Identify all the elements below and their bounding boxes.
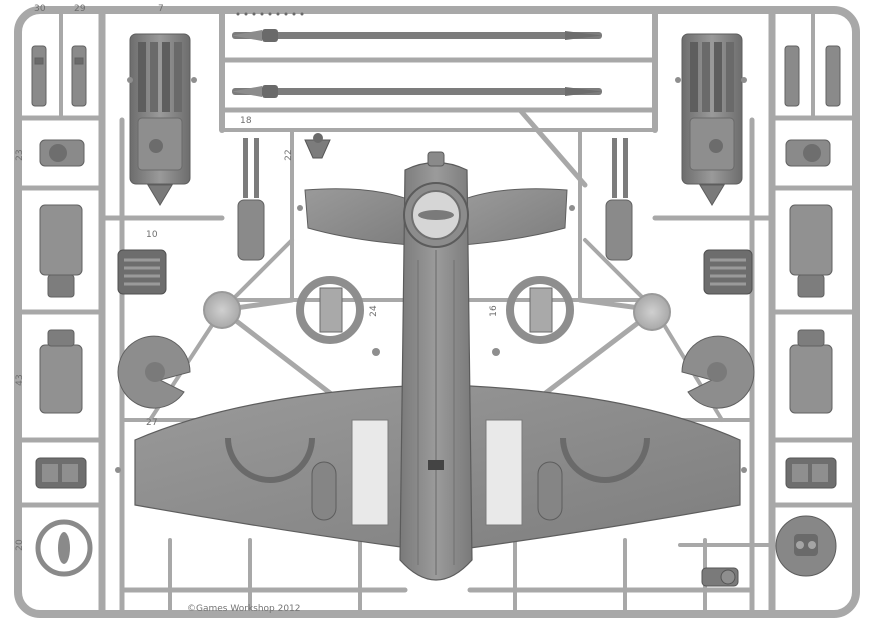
small-part-29 [71,45,87,107]
part-number-29: 29 [74,4,86,14]
part-number-43: 43 [14,374,25,386]
small-part-right-round [775,515,837,577]
small-part-right-disc [681,335,755,409]
engine-left [129,33,191,206]
small-part-30 [31,45,47,107]
small-part-right-clip [785,457,837,489]
small-part-20 [35,519,93,577]
part-number-20: 20 [14,539,25,551]
small-part-18 [237,138,265,261]
rod-lower [232,85,602,98]
small-part-right-top-b [825,45,841,107]
small-part-left-block [39,204,83,298]
aircraft-fuselage [399,151,473,581]
part-number-24: 24 [368,305,379,317]
engine-right [681,33,743,206]
part-number-30: 30 [34,4,46,14]
small-part-right-top-a [784,45,800,107]
small-part-left-clip [35,457,87,489]
small-part-right-block [789,204,833,298]
copyright-text: ©Games Workshop 2012 [187,604,301,614]
part-number-16: 16 [488,305,499,317]
small-part-right-23 [785,139,831,167]
small-part-43 [39,329,83,414]
part-number-22: 22 [283,149,294,161]
part-number-10: 10 [146,230,158,240]
part-number-23: 23 [14,149,25,161]
small-part-bottom-right [701,567,739,587]
small-part-16 [506,276,574,344]
small-part-10 [117,249,167,295]
small-part-22 [304,133,331,159]
gate-nubs [115,77,747,473]
small-part-27 [117,335,191,409]
part-number-27: 27 [146,418,158,428]
part-number-7: 7 [158,4,164,14]
small-part-right-grille [703,249,753,295]
small-part-right-18 [605,138,633,261]
small-part-right-43 [789,329,833,414]
small-part-23 [39,139,85,167]
runner-hub-right [633,293,671,331]
part-number-18: 18 [240,116,252,126]
rod-dots [236,12,304,16]
runner-hub-left [203,291,241,329]
rod-upper [232,29,602,42]
small-part-24 [296,276,364,344]
